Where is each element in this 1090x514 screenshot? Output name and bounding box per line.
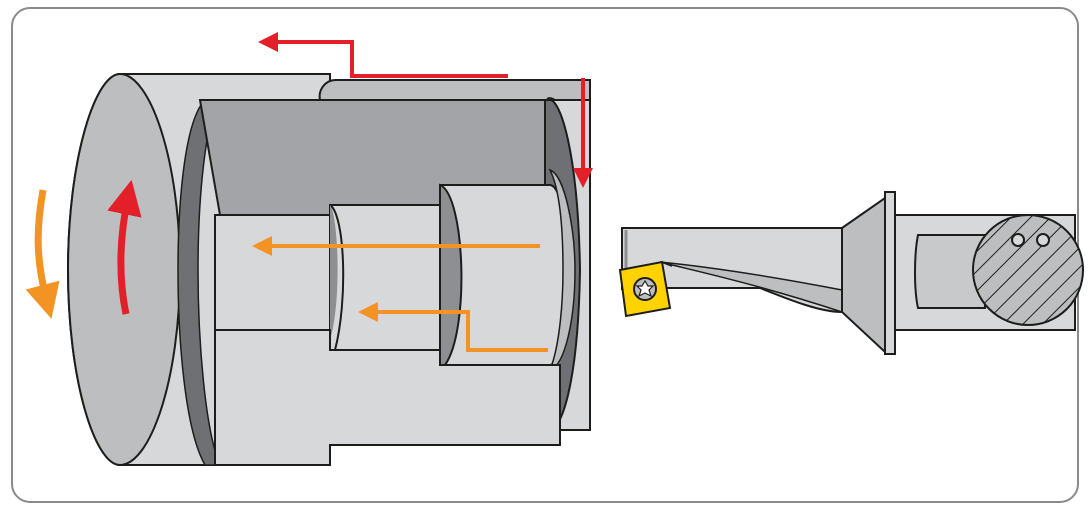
shank-flat <box>914 234 986 309</box>
workpiece-step-lower <box>214 329 561 466</box>
boring-tool <box>618 191 1084 355</box>
bore-step-1 <box>214 214 331 341</box>
rotation-arrow-up-icon <box>107 179 142 315</box>
axial-return-arrow-icon <box>258 32 508 78</box>
bore-step-2 <box>329 204 441 351</box>
coolant-hole-icon <box>1036 233 1050 247</box>
cut-pass-2-arrow-icon <box>358 302 548 352</box>
shank-section-hatched <box>972 214 1084 326</box>
cutting-insert <box>618 260 672 318</box>
feed-arrows <box>258 32 593 188</box>
coolant-hole-icon <box>1011 233 1025 247</box>
cutting-path-arrows <box>252 236 548 352</box>
workpiece <box>66 72 591 467</box>
workpiece-step-top-face <box>318 79 591 101</box>
torx-screw-icon <box>635 279 655 298</box>
rotation-indicators <box>25 179 142 319</box>
tool-flange <box>884 191 896 355</box>
rotation-arrow-down-icon <box>25 189 60 319</box>
